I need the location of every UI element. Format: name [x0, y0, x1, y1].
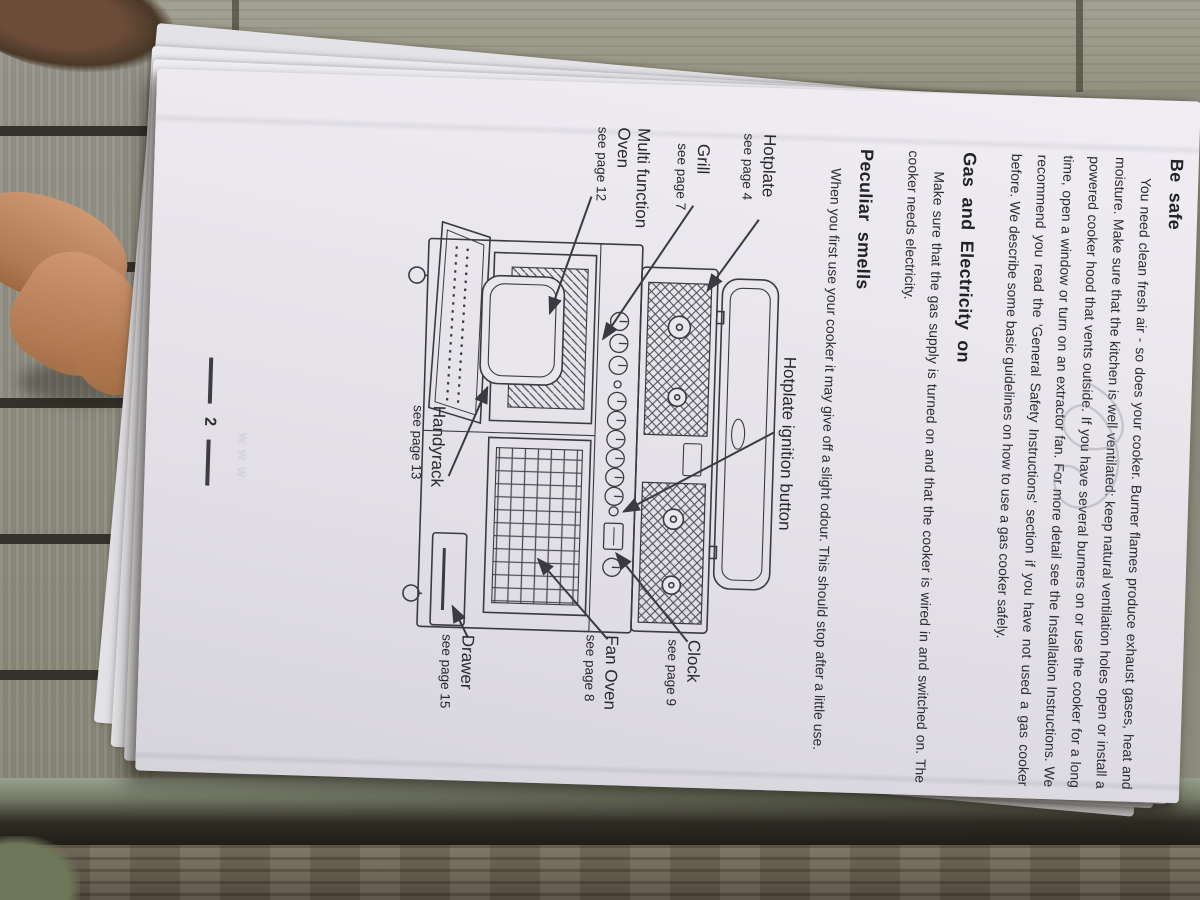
knob: [604, 486, 624, 506]
drawer-front: [429, 531, 468, 627]
cooker-body: [416, 237, 644, 634]
manual-page: Be safe You need clean fresh air - so do…: [135, 68, 1200, 804]
knob: [606, 410, 627, 431]
lid-open: [712, 278, 780, 591]
knob: [606, 429, 626, 450]
page-number-rule: [205, 439, 211, 487]
grass-patch: [0, 836, 80, 900]
arrow-multi-function-oven: [548, 196, 593, 316]
label-arrows: [447, 196, 775, 643]
knob: [605, 467, 625, 487]
bleed-through-text: www: [234, 425, 253, 478]
arrow-drawer: [451, 604, 469, 638]
label-multi-function-oven: Multi function Oven see page 12: [593, 126, 654, 229]
label-fan-oven: Fan Oven see page 8: [581, 634, 622, 711]
ignition-button: [608, 506, 619, 517]
page-content: Be safe You need clean fresh air - so do…: [135, 69, 1200, 803]
fan-oven-shelf: [491, 447, 584, 606]
arrow-fan-oven: [536, 557, 609, 640]
plank-gap: [1076, 0, 1083, 92]
knob: [607, 391, 627, 412]
knob: [605, 448, 625, 469]
pencil-scribble: [1053, 380, 1124, 509]
fan-oven-cavity: [482, 436, 592, 617]
arrow-clock: [615, 551, 689, 643]
grill-pan: [479, 274, 566, 386]
door-vents: [445, 246, 458, 403]
button: [613, 380, 622, 389]
label-hotplate: Hotplate see page 4: [739, 133, 780, 201]
arrow-hotplate: [706, 219, 760, 292]
pan-support: [643, 281, 713, 437]
caster: [402, 584, 420, 602]
cooker-drawing: [402, 220, 780, 634]
arrow-grill: [601, 205, 695, 341]
arrow-ignition-button: [621, 431, 775, 513]
label-drawer: Drawer see page 15: [437, 633, 478, 709]
drawer-handle: [440, 547, 446, 611]
caster: [408, 266, 426, 284]
label-clock: Clock see page 9: [663, 639, 704, 707]
knob: [609, 333, 629, 354]
label-handyrack: Handyrack see page 13: [408, 404, 449, 488]
knob: [608, 355, 628, 376]
page-number-rule: [208, 357, 214, 404]
brand-logo: [731, 418, 746, 450]
control-panel: [602, 311, 630, 577]
clock-display: [602, 522, 624, 551]
door-vents: [456, 248, 469, 407]
cooker-diagram: [402, 196, 780, 643]
pan-support: [637, 481, 707, 625]
label-grill: Grill see page 7: [673, 143, 714, 211]
arrow-handyrack: [447, 385, 489, 477]
table-rail: [0, 845, 1200, 900]
page-number: 2: [189, 70, 229, 772]
